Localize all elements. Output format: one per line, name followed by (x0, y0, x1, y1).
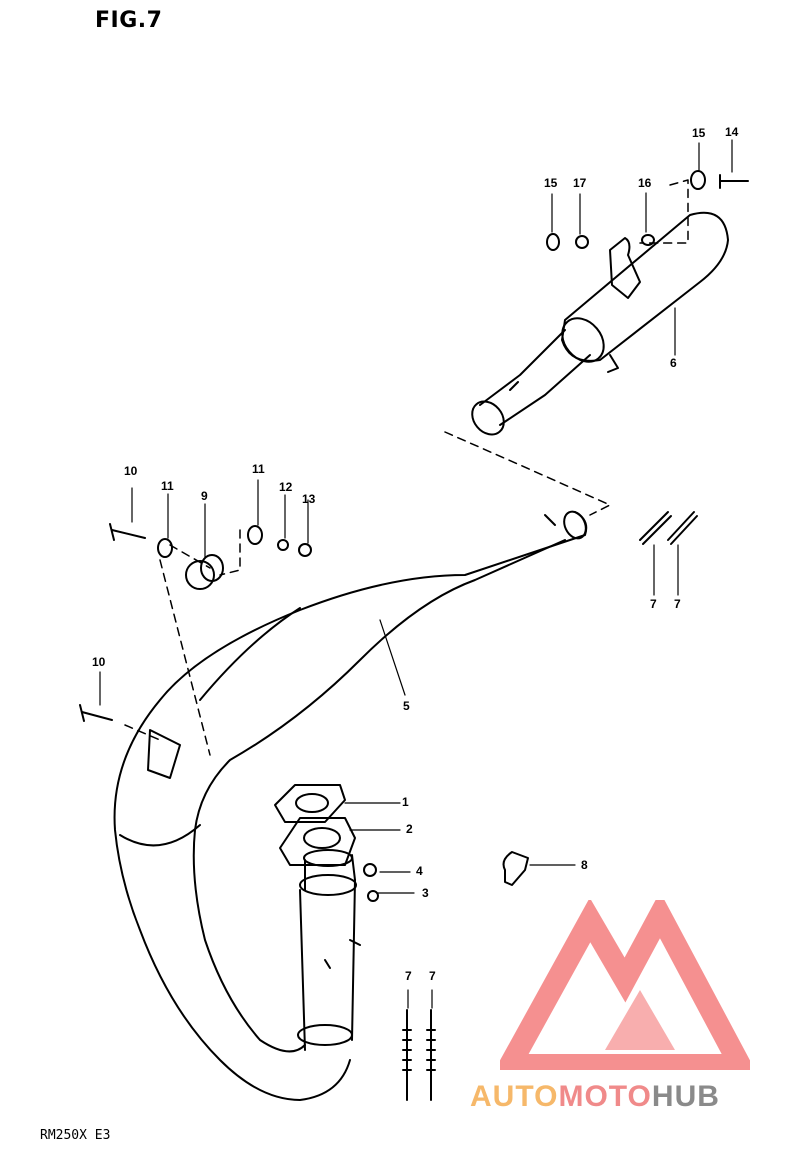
watermark-logo-icon (500, 900, 750, 1070)
callout-7-c: 7 (405, 969, 412, 983)
callout-15-lower: 15 (544, 176, 558, 190)
callout-1: 1 (402, 795, 409, 809)
flange-part-2 (279, 817, 356, 866)
callout-11-right: 11 (252, 462, 265, 476)
figure-title: FIG.7 (95, 8, 163, 33)
callout-5: 5 (403, 699, 410, 713)
callout-13: 13 (302, 492, 316, 506)
callout-4: 4 (416, 864, 423, 878)
bracket-part-8 (502, 851, 529, 886)
spring-upper-left (639, 511, 672, 545)
bolt-part-14 (719, 174, 749, 189)
bolt-part-10-lower (79, 704, 113, 722)
callout-7-b: 7 (674, 597, 681, 611)
callout-17: 17 (573, 176, 587, 190)
muffler-part-6 (471, 211, 729, 436)
collar-part-16 (641, 234, 655, 246)
callout-2: 2 (406, 822, 413, 836)
callout-7-d: 7 (429, 969, 436, 983)
callout-6: 6 (670, 356, 677, 370)
washer-part-11-left (157, 538, 173, 558)
washer-part-15-lower (546, 233, 560, 251)
callout-12: 12 (279, 480, 293, 494)
nut-part-4 (363, 863, 377, 877)
callout-3: 3 (422, 886, 429, 900)
callout-9: 9 (201, 489, 208, 503)
watermark-brand: AUTOMOTOHUB (470, 1080, 720, 1114)
header-pipe (297, 849, 361, 1051)
expansion-chamber-part-5 (113, 510, 588, 1101)
bolt-part-10-upper (109, 523, 146, 541)
rubber-damper-part-9 (185, 554, 224, 590)
callout-16: 16 (638, 176, 652, 190)
watermark-moto: MOTO (558, 1080, 652, 1113)
nut-part-13 (298, 543, 312, 557)
watermark-auto: AUTO (470, 1080, 559, 1113)
callout-14: 14 (725, 125, 739, 139)
callout-11-left: 11 (161, 479, 174, 493)
callout-8: 8 (581, 858, 588, 872)
callout-10-upper: 10 (124, 464, 138, 478)
washer-part-11-right (247, 525, 263, 545)
model-code: RM250X E3 (40, 1128, 111, 1143)
gasket-part-1 (274, 784, 346, 823)
callout-10-lower: 10 (92, 655, 106, 669)
collar-part-12 (277, 539, 289, 551)
nut-part-17 (575, 235, 589, 249)
bolt-part-3 (367, 890, 379, 902)
watermark-triangle (500, 900, 750, 1070)
callout-7-a: 7 (650, 597, 657, 611)
callout-15-upper: 15 (692, 126, 706, 140)
watermark-hub: HUB (651, 1080, 720, 1113)
spring-lower-right (426, 1009, 436, 1101)
washer-part-15-upper (690, 170, 706, 190)
spring-upper-right (667, 511, 698, 545)
spring-lower-left (402, 1009, 412, 1101)
